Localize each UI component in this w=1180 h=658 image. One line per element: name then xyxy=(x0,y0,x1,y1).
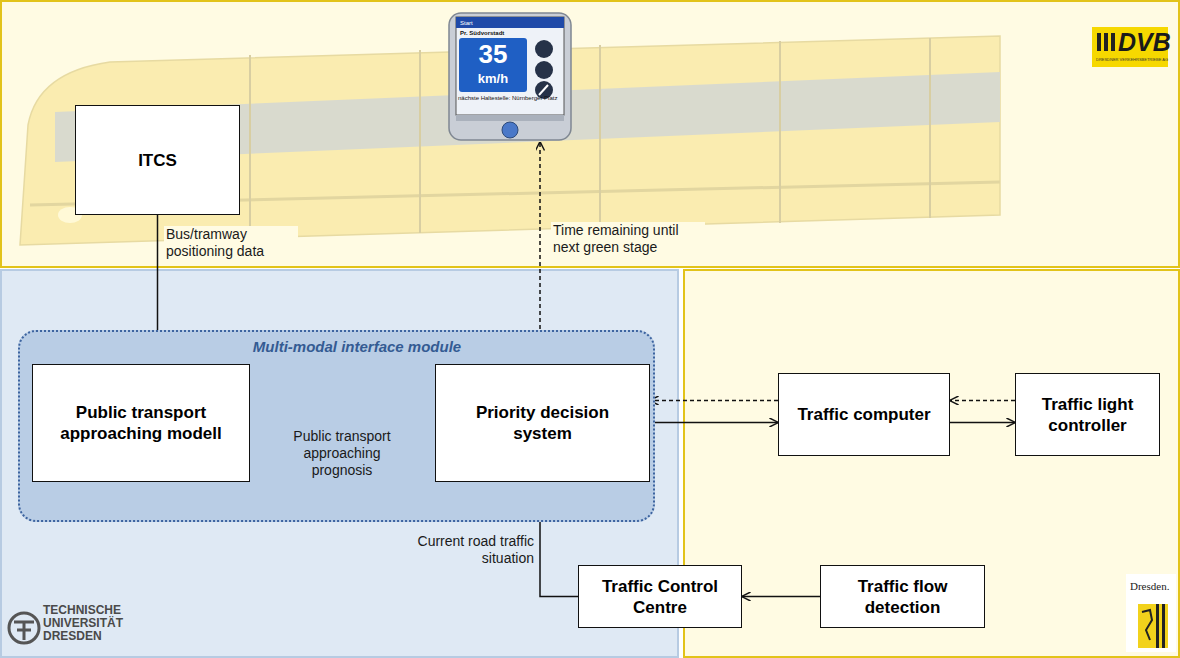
arrow xyxy=(950,422,1015,424)
edge-label: Bus/tramway positioning data xyxy=(164,226,298,260)
logo-text: Dresden. xyxy=(1130,580,1169,593)
display-text: nächste Haltestelle: Nürnberger Platz xyxy=(458,95,562,102)
system-box: ITCS xyxy=(75,105,240,215)
tram-joints xyxy=(250,38,930,238)
box-label: Public transport approaching modell xyxy=(43,402,239,444)
dvb-band xyxy=(1,1,1179,267)
display-text: 35 xyxy=(459,39,527,69)
edge-label: Public transport approaching prognosis xyxy=(280,428,404,479)
display-text: Pr. Südvorstadt xyxy=(460,29,504,37)
box-label: Traffic computer xyxy=(797,404,930,425)
logo-subtitle: DRESDNER VERKEHRSBETRIEBE AG xyxy=(1096,57,1166,62)
system-box: Traffic Control Centre xyxy=(578,565,742,628)
system-box: Traffic flow detection xyxy=(820,565,985,628)
system-box: Traffic light controller xyxy=(1015,373,1160,456)
pen-icon xyxy=(539,85,548,95)
logo-text: DVB xyxy=(1118,28,1171,56)
display-text: km/h xyxy=(459,71,527,86)
phone-button xyxy=(535,61,553,79)
dresden-lion xyxy=(1142,610,1152,640)
arrow xyxy=(650,422,778,424)
process-box: Priority decision system xyxy=(435,364,650,482)
dresden-logo xyxy=(1126,574,1176,652)
tu-emblem-mark xyxy=(14,622,34,640)
box-label: Traffic Control Centre xyxy=(589,576,731,618)
tu-panel xyxy=(1,270,678,657)
arrow xyxy=(742,596,820,598)
box-label: Priority decision system xyxy=(446,402,639,444)
tu-emblem xyxy=(9,613,39,643)
module-region: Public transport approaching modell Prior… xyxy=(18,330,655,522)
box-label: ITCS xyxy=(138,150,177,171)
system-box: Traffic computer xyxy=(778,373,950,456)
handheld-display: StartPr. Südvorstadt 35 km/h nächste Haltes… xyxy=(447,12,577,142)
box-label: Traffic light controller xyxy=(1026,394,1149,436)
dresden-stripes xyxy=(1156,604,1165,648)
logo-text: TECHNISCHE UNIVERSITÄT DRESDEN xyxy=(43,604,143,643)
dashed-arrow xyxy=(950,400,1015,402)
dashed-arrow xyxy=(650,400,778,402)
edge-label: Current road traffic situation xyxy=(400,533,536,567)
phone-keys xyxy=(456,115,564,121)
phone-case xyxy=(449,13,571,140)
process-box: Public transport approaching modell xyxy=(32,364,250,482)
home-button xyxy=(502,122,518,138)
edge-label: Time remaining until next green stage xyxy=(551,222,705,256)
status-bar xyxy=(456,17,564,28)
city-panel xyxy=(684,270,1179,657)
display-text: Start xyxy=(460,19,473,27)
box-label: Traffic flow detection xyxy=(831,576,974,618)
speed-panel xyxy=(459,38,527,92)
phone-button xyxy=(535,40,553,58)
dresden-shield xyxy=(1138,604,1168,648)
module-title: Multi-modal interface module xyxy=(207,337,507,356)
phone-screen xyxy=(456,17,564,115)
dvb-lion xyxy=(1097,33,1115,51)
